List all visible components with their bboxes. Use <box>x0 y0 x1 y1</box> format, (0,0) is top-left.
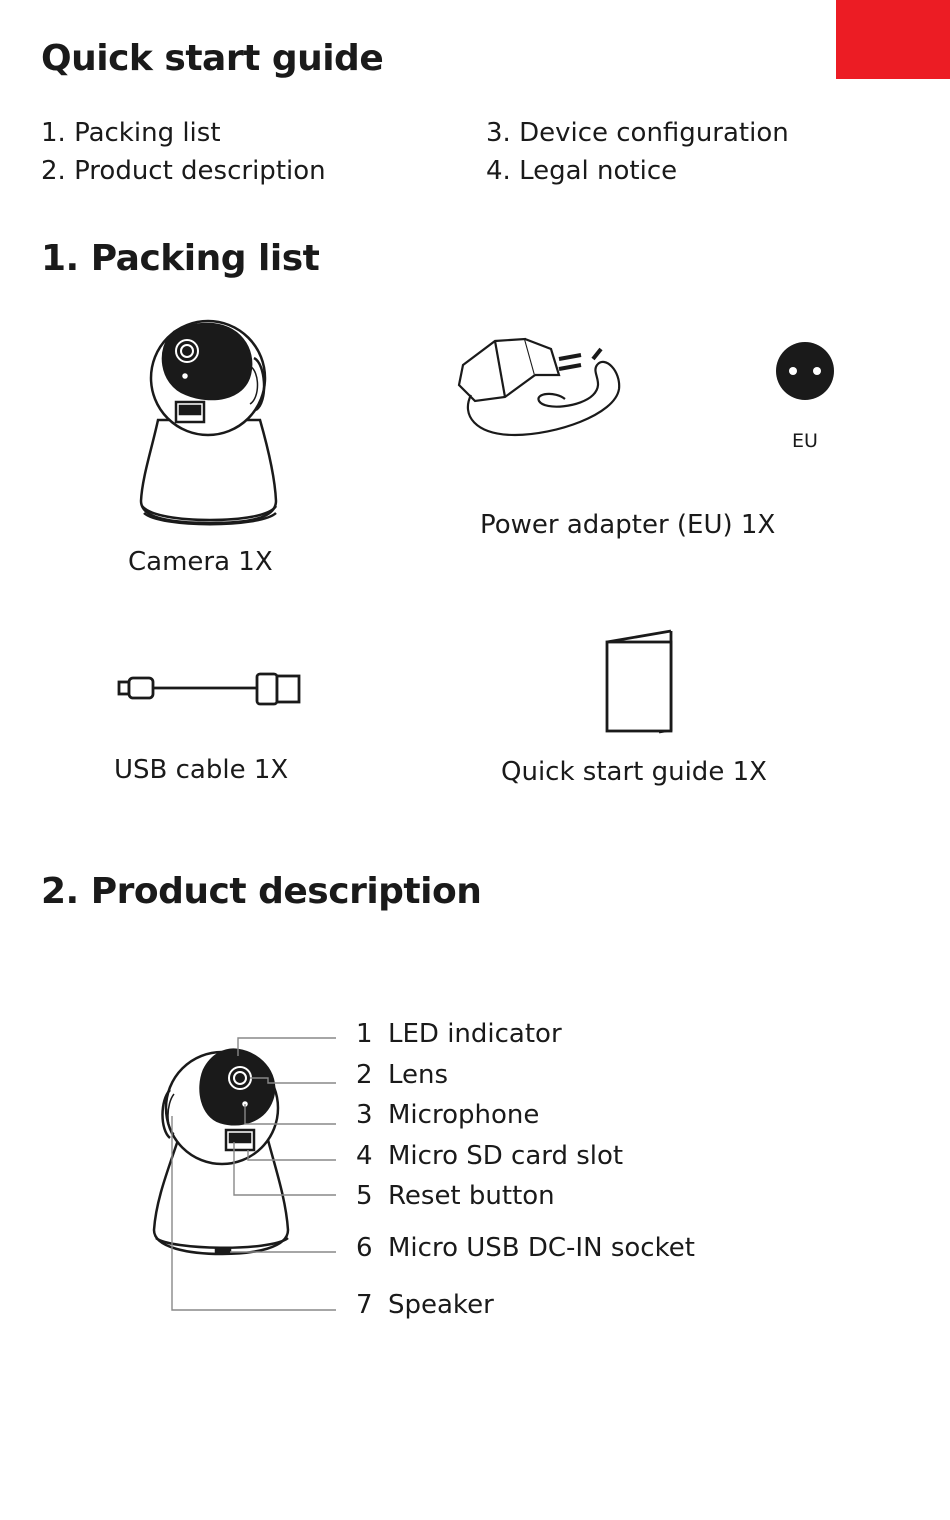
part-label-micro-sd-card-slot: Micro SD card slot <box>388 1141 624 1171</box>
part-item: 5 Reset button <box>356 1181 555 1211</box>
toc-item-packing-list[interactable]: 1. Packing list <box>41 118 221 148</box>
usb-cable-label: USB cable 1X <box>114 755 289 785</box>
part-item: 2 Lens <box>356 1060 448 1090</box>
camera-diagram-icon <box>152 1037 336 1311</box>
camera-icon <box>139 319 278 526</box>
toc-item-legal-notice[interactable]: 4. Legal notice <box>486 156 678 186</box>
usb-cable-icon <box>117 672 301 706</box>
part-number: 4 <box>356 1141 373 1171</box>
power-adapter-icon <box>457 337 621 437</box>
part-number: 2 <box>356 1060 373 1090</box>
part-label-lens: Lens <box>388 1060 449 1090</box>
toc-right: 3. Device configuration 4. Legal notice <box>486 114 789 190</box>
camera-label: Camera 1X <box>128 547 273 577</box>
part-item: 1 LED indicator <box>356 1019 562 1049</box>
toc-item-device-configuration[interactable]: 3. Device configuration <box>486 118 789 148</box>
page-title: Quick start guide <box>41 38 384 79</box>
part-number: 1 <box>356 1019 373 1049</box>
part-label-microphone: Microphone <box>388 1100 540 1130</box>
quick-start-guide-label: Quick start guide 1X <box>501 757 767 787</box>
eu-plug-label: EU <box>792 430 818 452</box>
toc-item-product-description[interactable]: 2. Product description <box>41 156 326 186</box>
part-label-reset-button: Reset button <box>388 1181 555 1211</box>
part-label-led-indicator: LED indicator <box>388 1019 562 1049</box>
eu-plug-icon <box>776 342 834 400</box>
part-item: 6 Micro USB DC-IN socket <box>356 1233 695 1263</box>
part-item: 3 Microphone <box>356 1100 539 1130</box>
toc-left: 1. Packing list 2. Product description <box>41 114 326 190</box>
part-number: 5 <box>356 1181 373 1211</box>
corner-accent-tab <box>836 0 950 79</box>
power-adapter-label: Power adapter (EU) 1X <box>480 510 776 540</box>
part-item: 4 Micro SD card slot <box>356 1141 623 1171</box>
part-number: 7 <box>356 1290 373 1320</box>
part-number: 3 <box>356 1100 373 1130</box>
section-heading-product-description: 2. Product description <box>41 871 482 912</box>
booklet-icon <box>605 629 673 734</box>
part-number: 6 <box>356 1233 373 1263</box>
part-label-micro-usb-dc-in-socket: Micro USB DC-IN socket <box>388 1233 695 1263</box>
part-label-speaker: Speaker <box>388 1290 494 1320</box>
section-heading-packing-list: 1. Packing list <box>41 238 320 279</box>
part-item: 7 Speaker <box>356 1290 494 1320</box>
